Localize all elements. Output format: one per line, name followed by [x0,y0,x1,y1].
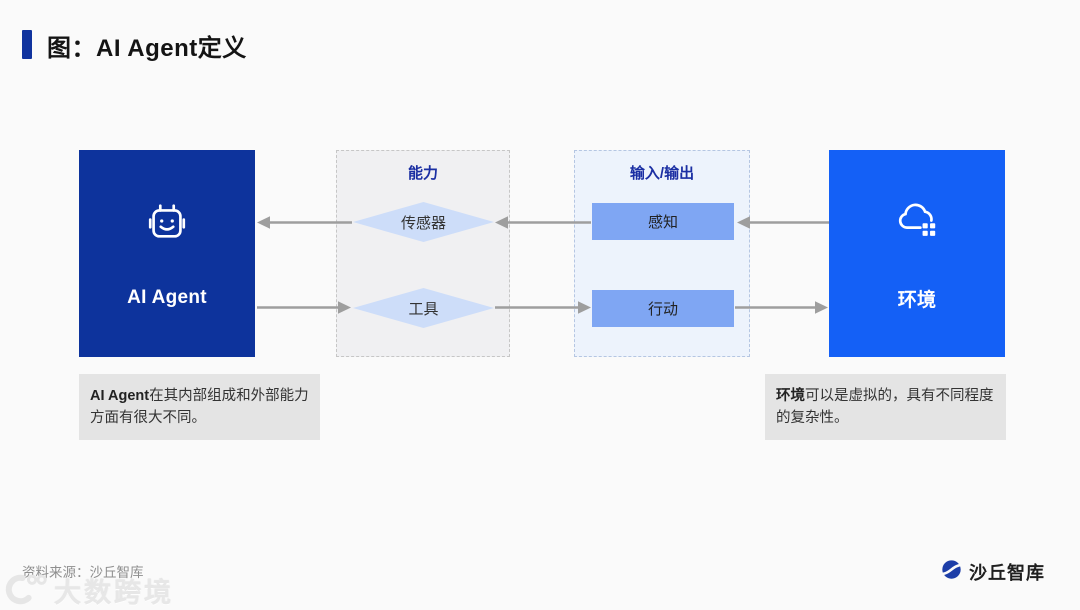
environment-caption-text: 可以是虚拟的，具有不同程度的复杂性。 [776,388,994,427]
source-note: 资料来源：沙丘智库 [22,565,144,580]
brand-logo-text: 沙丘智库 [969,563,1045,583]
arrowhead-act-to-env [815,301,828,314]
robot-icon [144,198,190,249]
act-rect: 行动 [592,290,734,327]
io-group-title: 输入/输出 [629,165,695,182]
title-accent-bar [22,30,32,59]
environment-label: 环境 [897,289,937,311]
act-label: 行动 [647,301,678,318]
capability-group-title: 能力 [407,165,438,182]
perceive-rect: 感知 [592,203,734,240]
tool-label: 工具 [408,300,439,318]
arrowhead-sensor-to-agent [257,216,270,229]
ai-agent-label: AI Agent [127,287,207,308]
watermark-text: 大数跨境 [54,577,174,608]
page-title: 图：AI Agent定义 [47,35,247,62]
environment-caption-bold: 环境 [776,388,805,404]
agent-caption: AI Agent在其内部组成和外部能力方面有很大不同。 [79,374,320,440]
environment-box: 环境 [829,150,1005,357]
brand-logo: 沙丘智库 [941,559,1045,585]
perceive-label: 感知 [647,214,678,231]
ai-agent-box: AI Agent [79,150,255,357]
watermark: 大数跨境 [0,570,174,610]
watermark-logo-icon [0,570,52,610]
cloud-icon [894,196,940,247]
agent-caption-text: 在其内部组成和外部能力方面有很大不同。 [90,388,309,427]
agent-caption-bold: AI Agent [90,388,150,404]
environment-caption: 环境可以是虚拟的，具有不同程度的复杂性。 [765,374,1006,440]
sensor-label: 传感器 [400,214,446,232]
brand-logo-icon [941,559,962,585]
